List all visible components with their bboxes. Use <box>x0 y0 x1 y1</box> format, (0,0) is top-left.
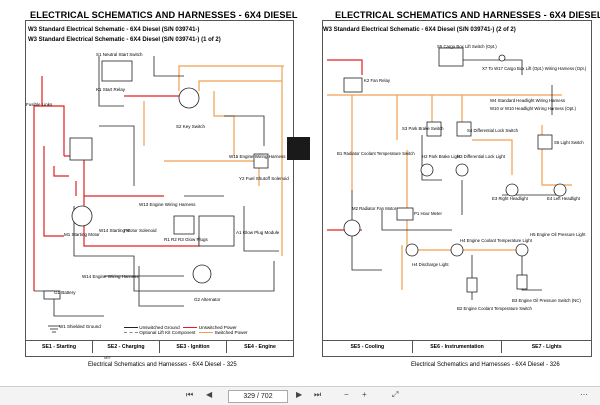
next-page-icon[interactable]: ▶ <box>296 390 303 399</box>
label-b2: B2 Engine Coolant Temperature Switch <box>457 306 533 311</box>
label-s4: S4 Differential Lock Switch <box>467 128 519 133</box>
label-k2: K2 Fan Relay <box>364 78 391 83</box>
small-note: MIF <box>104 355 111 360</box>
label-e3: E3 Right Headlight <box>492 196 529 201</box>
last-page-icon[interactable]: ⏭ <box>314 390 322 399</box>
label-x7: X7 To W17 Cargo Box Lift (Opt.) Wiring H… <box>482 66 587 71</box>
section-label: SE1 - Starting <box>26 341 93 353</box>
section-label: SE5 - Cooling <box>323 341 413 353</box>
label-f4: F4 <box>124 228 130 233</box>
label-m1: M1 Starting Motor <box>64 232 100 237</box>
label-w14: W14 Starting Motor Solenoid <box>99 228 157 233</box>
label-b3: B3 Engine Oil Pressure Switch (NC) <box>512 298 581 303</box>
label-b1: B1 Radiator Coolant Temperature Switch <box>337 151 415 156</box>
schematic-diagram-left: S1 Neutral Start Switch Fusible Links K1… <box>26 52 289 333</box>
left-page: ELECTRICAL SCHEMATICS AND HARNESSES - 6X… <box>16 0 300 386</box>
subtitle-left-2: W3 Standard Electrical Schematic - 6X4 D… <box>28 37 221 43</box>
legend-item: Switched Power <box>214 330 248 335</box>
label-s5: S5 Cargo Box Lift Switch (Opt.) <box>437 44 497 49</box>
label-s2: S2 Key Switch <box>176 124 206 129</box>
footer-left: Electrical Schematics and Harnesses - 6X… <box>88 362 237 368</box>
legend-item: Unswitched Ground <box>139 325 180 330</box>
label-s6: S6 Light Switch <box>554 140 584 145</box>
label-h4: H4 Discharge Light <box>412 262 449 267</box>
label-p1: P1 Hour Meter <box>414 211 443 216</box>
page-divider-marker <box>287 137 310 160</box>
footer-right: Electrical Schematics and Harnesses - 6X… <box>411 362 560 368</box>
section-label: SE2 - Charging <box>93 341 160 353</box>
label-m2: M2 Radiator Fan Motor <box>352 206 397 211</box>
legend-item: Unswitched Power <box>198 325 237 330</box>
label-w15: W15 Engine Wiring Harness <box>229 154 286 159</box>
label-fusible-links: Fusible Links <box>26 102 53 107</box>
label-s1: S1 Neutral Start Switch <box>96 52 143 57</box>
label-k1: K1 Start Relay <box>96 87 126 92</box>
fit-page-icon[interactable]: ⤢ <box>392 390 399 399</box>
label-glow-plugs: R1 R2 R3 Glow Plugs <box>164 237 209 242</box>
label-g1: G1 Battery <box>54 290 76 295</box>
section-label: SE6 - Instrumentation <box>413 341 503 353</box>
section-bar-left: SE1 - Starting SE2 - Charging SE3 - Igni… <box>26 340 293 353</box>
schematic-frame-right <box>322 20 592 357</box>
label-h4-temp: H4 Engine Coolant Temperature Light <box>460 238 533 243</box>
label-y2: Y2 Fuel Shutoff Solenoid <box>239 176 289 181</box>
legend-left: Unswitched Ground Unswitched Power Optio… <box>124 325 248 335</box>
section-label: SE4 - Engine <box>244 344 276 350</box>
page-indicator[interactable]: 329 / 702 <box>228 390 288 403</box>
label-h3: H3 Differential Lock Light <box>457 154 506 159</box>
more-options-icon[interactable]: ⋯ <box>580 390 588 399</box>
label-g2: G2 Alternator <box>194 297 221 302</box>
section-label: SE3 - Ignition <box>160 341 227 353</box>
schematic-diagram-right: S5 Cargo Box Lift Switch (Opt.) X7 To W1… <box>327 44 587 311</box>
label-w10: W10 or W10 Headlight Wiring Harness (Opt… <box>490 106 577 111</box>
page-gutter <box>299 0 318 386</box>
section-bar-right: SE5 - Cooling SE6 - Instrumentation SE7 … <box>323 340 591 353</box>
label-w14-harness: W14 Engine Wiring Harness <box>82 274 139 279</box>
first-page-icon[interactable]: ⏮ <box>186 390 194 399</box>
legend-item: Optional Lift Kit Component <box>139 330 196 335</box>
label-s3: S3 Park Brake Switch <box>402 126 444 131</box>
schematic-frame-left <box>25 20 294 357</box>
section-label: SE7 - Lights <box>531 344 562 350</box>
page-title-left: ELECTRICAL SCHEMATICS AND HARNESSES - 6X… <box>30 10 298 20</box>
label-h5: H5 Engine Oil Pressure Light <box>530 232 586 237</box>
label-a1: A1 Glow Plug Module <box>236 230 280 235</box>
viewer-toolbar: ⏮ ◀ 329 / 702 ▶ ⏭ − + ⤢ ⋯ <box>0 386 600 405</box>
label-w4: W4 Standard Headlight Wiring Harness <box>490 98 565 103</box>
right-page: ELECTRICAL SCHEMATICS AND HARNESSES - 6X… <box>318 0 600 386</box>
label-w13: W13 Engine Wiring Harness <box>139 202 196 207</box>
label-h2: H2 Park Brake Light <box>422 154 461 159</box>
prev-page-icon[interactable]: ◀ <box>206 390 213 399</box>
page-title-right: ELECTRICAL SCHEMATICS AND HARNESSES - 6X… <box>335 10 600 20</box>
subtitle-right: W3 Standard Electrical Schematic - 6X4 D… <box>323 27 516 33</box>
zoom-out-icon[interactable]: − <box>344 390 349 399</box>
label-e4: E4 Left Headlight <box>547 196 581 201</box>
label-w1: W1 Shielded Ground <box>59 324 101 329</box>
subtitle-left-1: W3 Standard Electrical Schematic - 6X4 D… <box>28 27 200 33</box>
zoom-in-icon[interactable]: + <box>362 390 367 399</box>
